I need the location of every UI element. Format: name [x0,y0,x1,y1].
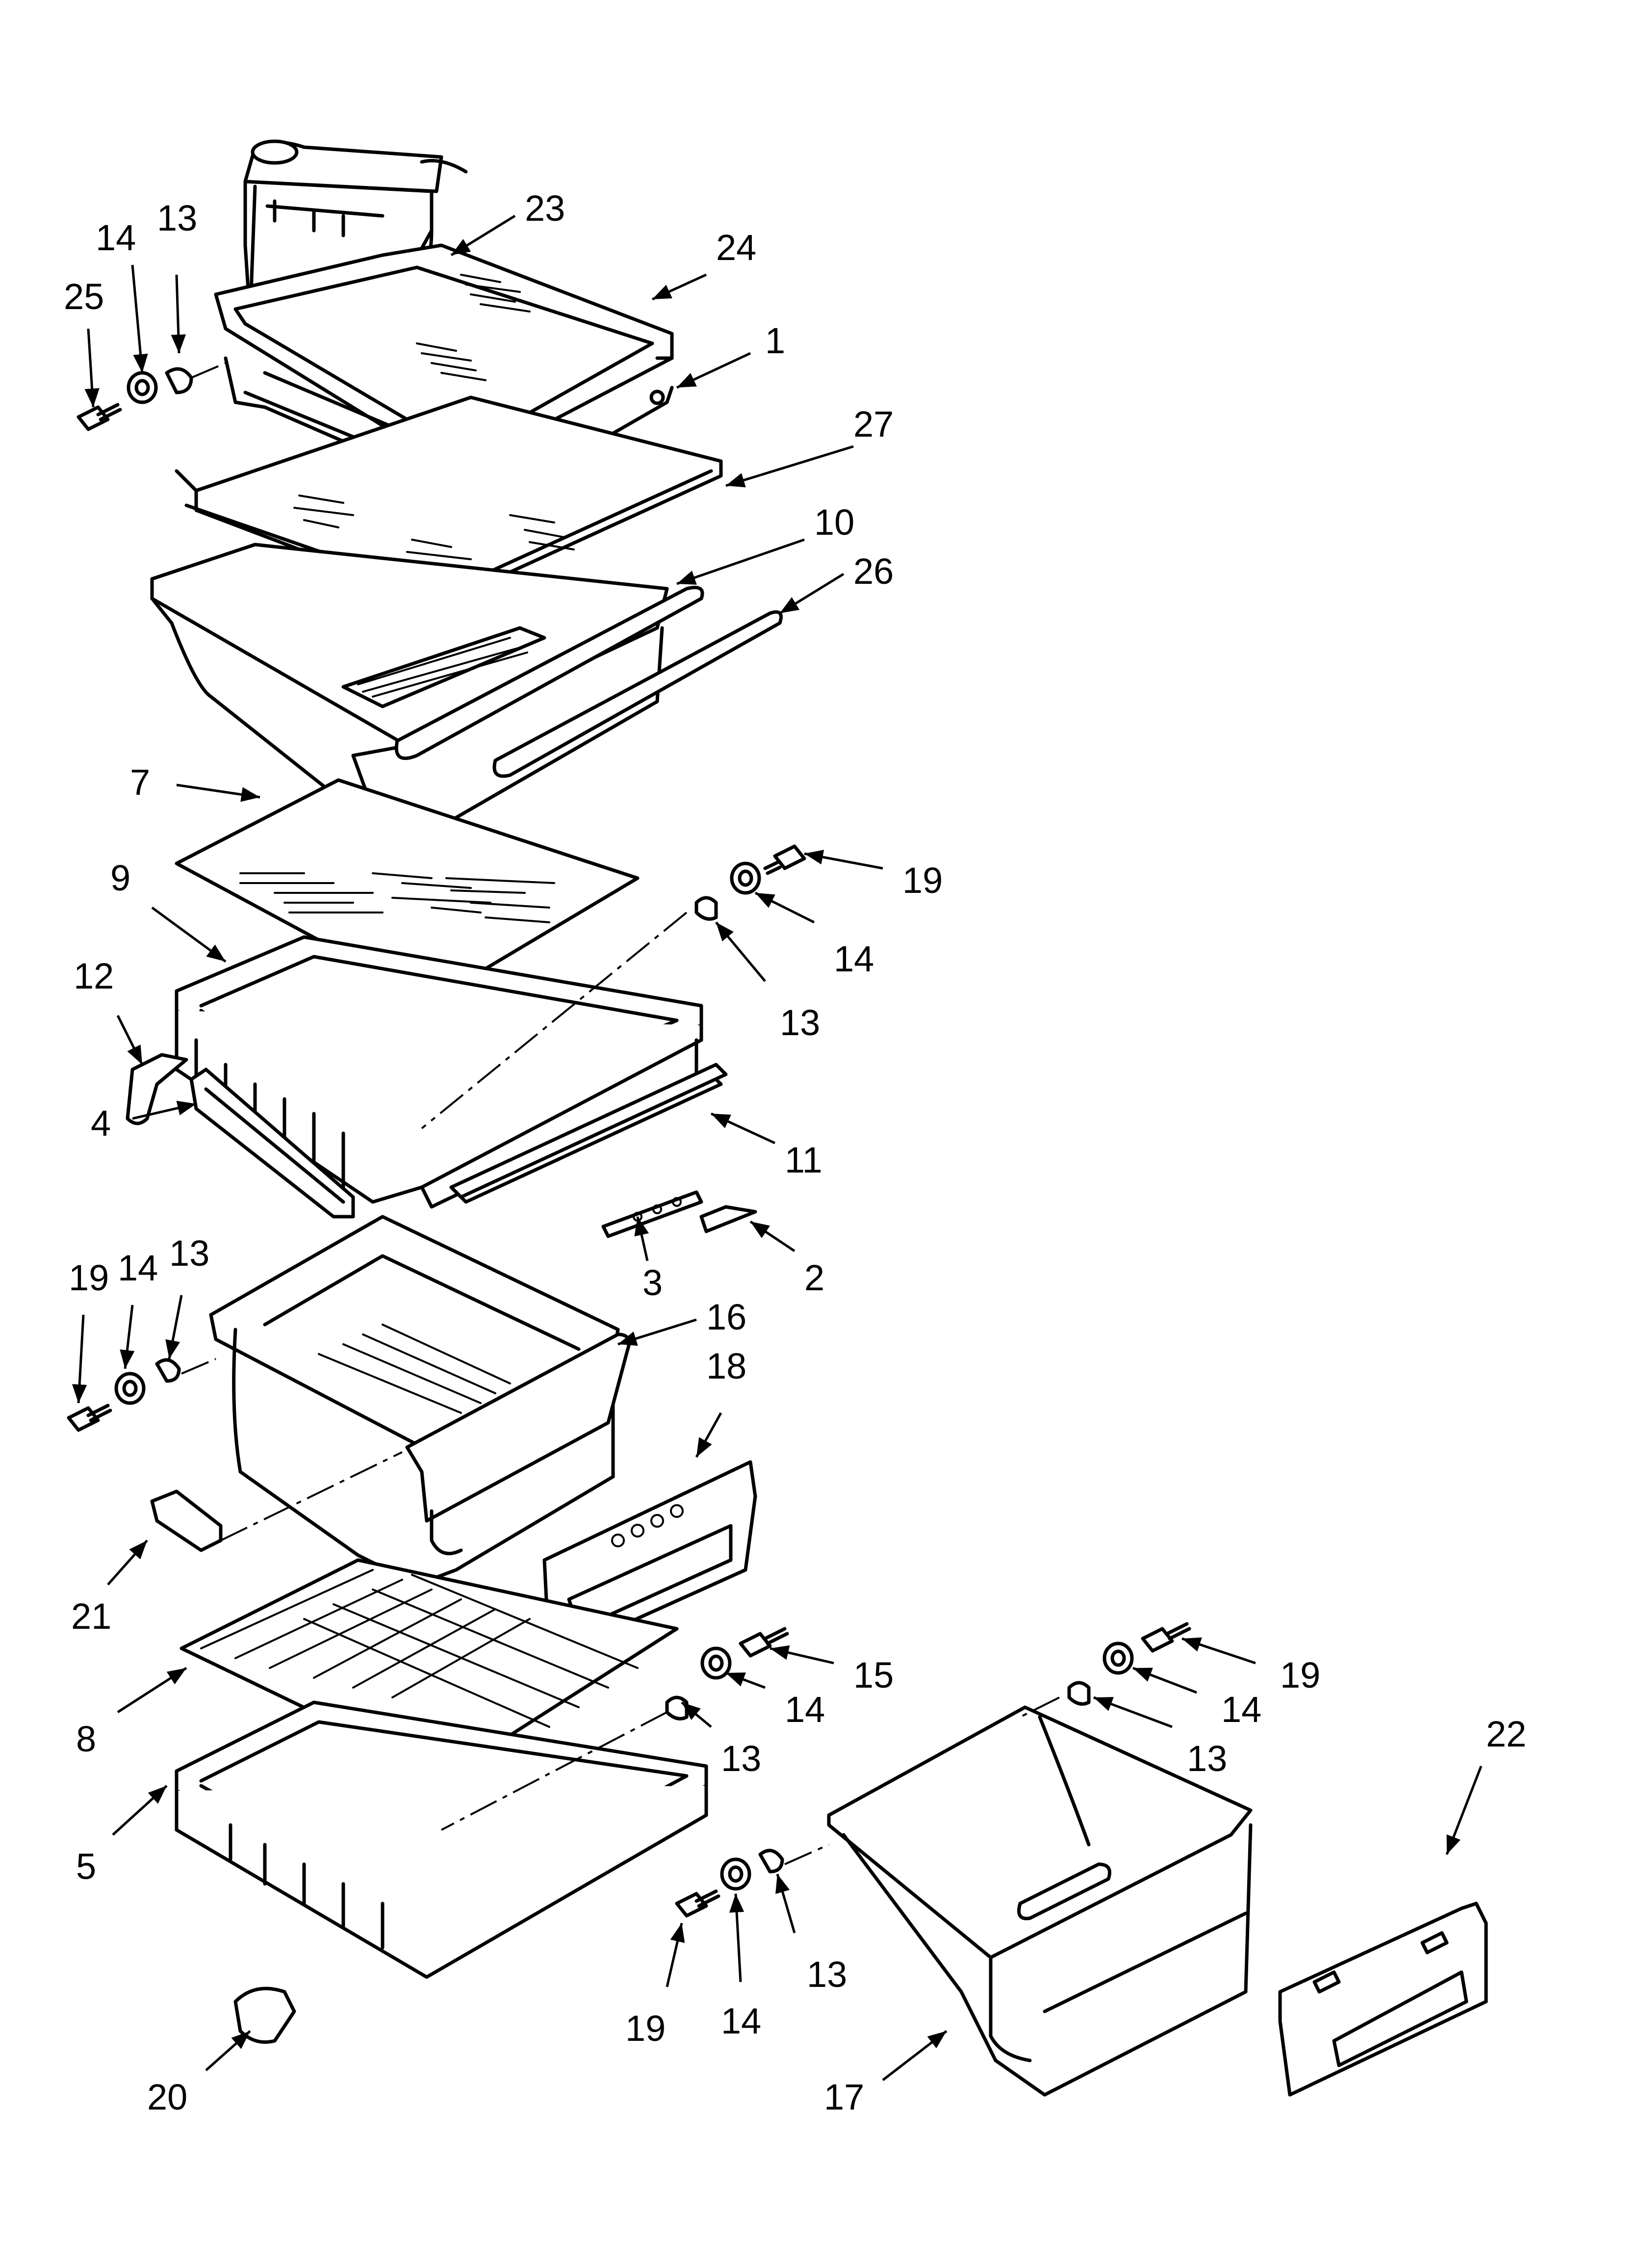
fastener-set-lower-right [1067,1622,1191,1706]
callout-27: 27 [853,404,894,444]
callout-14-right: 14 [1221,1689,1261,1730]
callout-14-top: 14 [96,217,136,258]
guide-lines [181,362,1060,1865]
fastener-set-bottom [675,1849,784,1918]
part-22-drawer-front [1278,1902,1488,2097]
callout-8: 8 [76,1719,96,1759]
callout-19-left: 19 [69,1257,109,1298]
callout-9: 9 [110,858,130,898]
callout-26: 26 [853,551,894,592]
part-20-clip [233,1986,296,2044]
callout-13-mid: 13 [780,1002,820,1043]
callout-3: 3 [642,1262,663,1303]
callout-16: 16 [706,1297,746,1337]
part-12-support [126,1053,188,1125]
part-21-block [150,1489,223,1552]
callout-5: 5 [76,1846,96,1887]
callout-21: 21 [71,1596,111,1637]
callout-20: 20 [147,2077,187,2117]
callout-23: 23 [525,188,565,229]
callout-7: 7 [130,762,150,803]
callout-13-right: 13 [1187,1738,1227,1779]
callout-2: 2 [804,1257,824,1298]
callout-13-top: 13 [157,198,197,238]
fastener-set-mid-left [67,1358,181,1432]
callout-4: 4 [91,1103,111,1144]
callout-24: 24 [716,227,756,268]
callout-12: 12 [74,956,114,996]
callout-22: 22 [1486,1714,1526,1754]
callout-13-left: 13 [169,1233,209,1274]
callout-14-lower: 14 [785,1689,825,1730]
callout-10: 10 [814,502,854,543]
callout-18: 18 [706,1346,746,1386]
fastener-set-mid-right [694,844,806,921]
part-9-crisper-cover [175,935,723,1209]
callout-1: 1 [765,320,785,361]
part-17-pan-drawer [827,1705,1253,2097]
part-4-support [189,1068,355,1219]
callout-19-bottom: 19 [625,2008,666,2049]
part-3-bracket [601,1190,703,1238]
callout-15: 15 [853,1655,894,1695]
callout-14-mid: 14 [834,938,874,979]
callout-19-mid: 19 [902,860,943,901]
part-16-deli-drawer [209,1215,631,1587]
part-5-lower-frame [175,1700,708,1979]
callout-25: 25 [64,276,104,317]
callout-14-bottom: 14 [721,2001,761,2041]
callout-19-right: 19 [1280,1655,1320,1695]
callout-11: 11 [785,1140,822,1180]
part-24-shelf-cover [214,159,674,473]
leader-arrows [72,214,1483,2081]
part-10-crisper-bin [150,543,783,851]
part-2-clip [699,1205,757,1233]
part-11-rail [449,1063,728,1199]
callout-13-lower: 13 [721,1738,761,1779]
fastener-set-top [77,367,193,431]
callout-13-bottom: 13 [807,1954,847,1995]
callout-14-left: 14 [118,1248,158,1288]
callout-17: 17 [824,2077,864,2117]
callout-labels: 23 24 1 27 10 26 14 13 25 7 9 19 14 13 1… [64,188,1526,2117]
